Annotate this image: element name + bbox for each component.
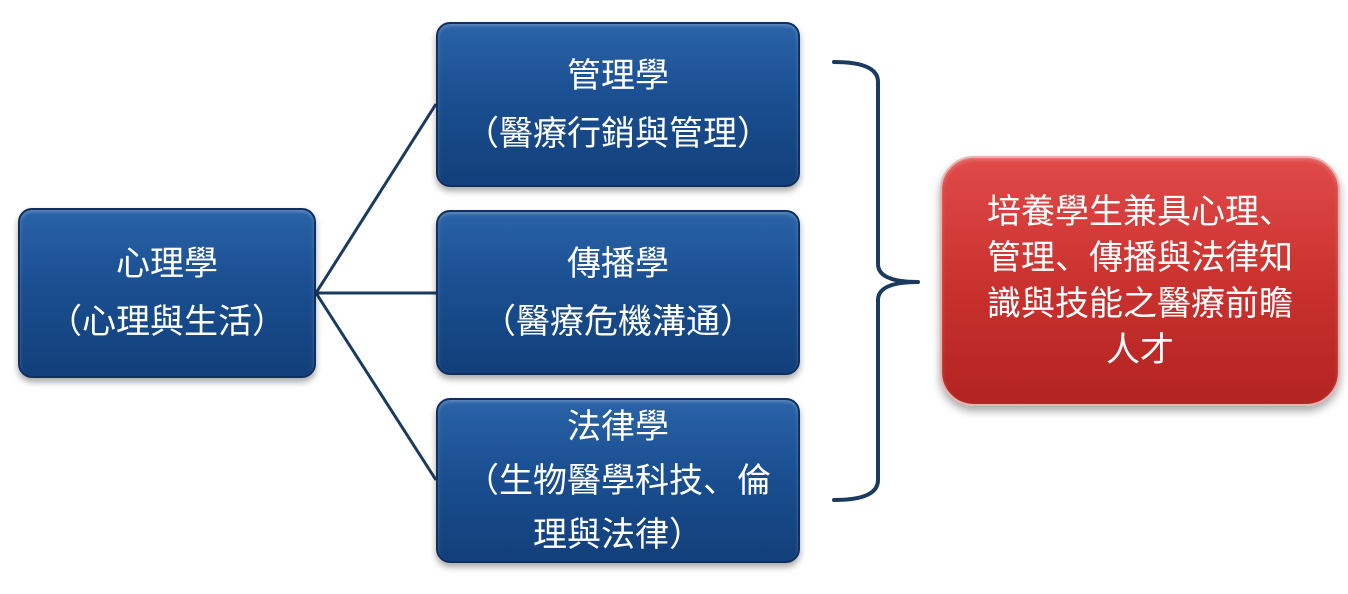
law-box: 法律學 （生物醫學科技、倫 理與法律）: [436, 398, 800, 563]
connector-to-law: [314, 292, 438, 481]
psychology-box: 心理學 （心理與生活）: [18, 208, 316, 378]
communication-subtitle: （醫療危機溝通）: [482, 301, 754, 342]
management-title: 管理學: [567, 55, 669, 96]
management-subtitle: （醫療行銷與管理）: [465, 113, 771, 154]
goal-line-3: 識與技能之醫療前瞻: [987, 284, 1293, 324]
communication-box: 傳播學 （醫療危機溝通）: [436, 210, 800, 375]
psychology-title: 心理學: [116, 244, 218, 284]
communication-title: 傳播學: [567, 243, 669, 284]
law-subtitle-line-1: （生物醫學科技、倫: [465, 460, 771, 501]
law-subtitle-line-2: 理與法律）: [533, 514, 703, 555]
goal-line-4: 人才: [1106, 330, 1174, 370]
management-box: 管理學 （醫療行銷與管理）: [436, 22, 800, 187]
goal-box: 培養學生兼具心理、 管理、傳播與法律知 識與技能之醫療前瞻 人才: [940, 156, 1340, 406]
psychology-subtitle: （心理與生活）: [48, 302, 286, 342]
goal-line-1: 培養學生兼具心理、: [987, 192, 1293, 232]
goal-line-2: 管理、傳播與法律知: [987, 238, 1293, 278]
grouping-brace: [832, 60, 920, 502]
connector-to-management: [314, 103, 438, 294]
law-title: 法律學: [567, 406, 669, 447]
